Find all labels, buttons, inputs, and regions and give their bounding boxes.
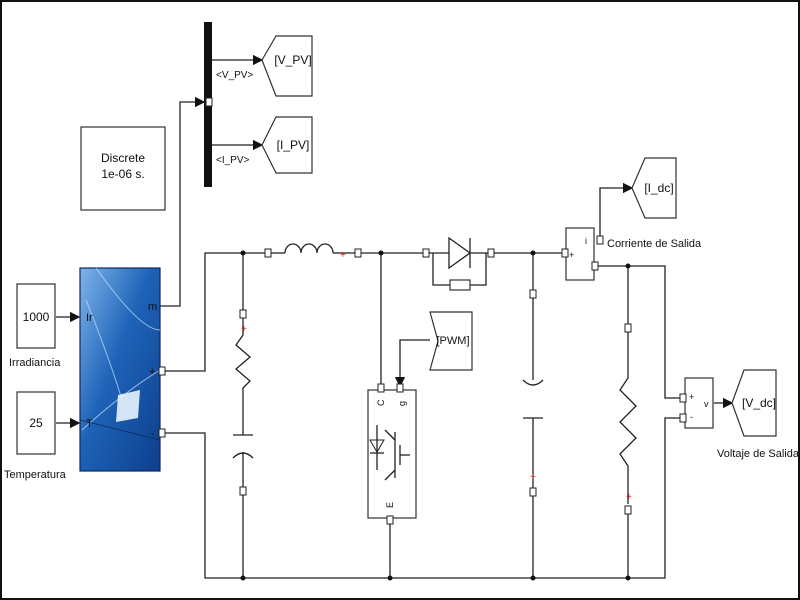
junctions bbox=[240, 250, 631, 581]
temperature-label: Temperatura bbox=[4, 469, 67, 481]
svg-text:[PWM]: [PWM] bbox=[437, 335, 470, 347]
pv-port-m: m bbox=[148, 301, 157, 313]
svg-text:+: + bbox=[241, 324, 247, 335]
svg-text:[I_PV]: [I_PV] bbox=[277, 138, 310, 152]
svg-text:[V_PV]: [V_PV] bbox=[274, 53, 311, 67]
goto-v-pv[interactable]: [V_PV] bbox=[261, 35, 313, 97]
voltmeter-port-minus: - bbox=[690, 412, 693, 422]
voltage-measurement-block[interactable]: + - v bbox=[679, 377, 714, 429]
voltmeter-port-v: v bbox=[704, 399, 709, 409]
goto-i-dc[interactable]: [I_dc] bbox=[631, 157, 677, 219]
igbt-port-e: E bbox=[385, 502, 395, 508]
diode[interactable] bbox=[422, 236, 495, 291]
from-pwm[interactable]: [PWM] bbox=[429, 311, 473, 371]
powergui-block[interactable]: Discrete 1e-06 s. bbox=[80, 126, 166, 211]
bus-signal-v-pv: <V_PV> bbox=[216, 70, 253, 81]
igbt-port-c: C bbox=[376, 399, 386, 406]
svg-text:+: + bbox=[340, 250, 346, 261]
bus-signal-i-pv: <I_PV> bbox=[216, 155, 250, 166]
pv-array-block[interactable]: Ir T m + - bbox=[79, 267, 166, 472]
irradiance-value: 1000 bbox=[23, 310, 50, 324]
powergui-sample-time: 1e-06 s. bbox=[101, 167, 144, 181]
svg-text:+: + bbox=[530, 472, 536, 483]
input-rc-branch[interactable]: + bbox=[232, 309, 254, 496]
irradiance-label: Irradiancia bbox=[9, 357, 61, 369]
bus-selector-block[interactable] bbox=[204, 22, 213, 187]
goto-v-dc[interactable]: [V_dc] bbox=[731, 369, 777, 437]
temperature-constant-block[interactable]: 25 bbox=[16, 391, 56, 455]
pv-port-minus: - bbox=[151, 428, 155, 440]
svg-text:+: + bbox=[626, 492, 632, 503]
pv-port-plus: + bbox=[149, 366, 155, 378]
output-capacitor[interactable]: + bbox=[522, 289, 544, 497]
ammeter-port-i: i bbox=[585, 236, 587, 246]
powergui-mode: Discrete bbox=[101, 151, 145, 165]
svg-text:[V_dc]: [V_dc] bbox=[742, 396, 776, 410]
output-voltage-label: Voltaje de Salida bbox=[717, 448, 800, 460]
irradiance-constant-block[interactable]: 1000 bbox=[16, 283, 56, 349]
wires bbox=[56, 54, 734, 579]
current-measurement-block[interactable]: i + bbox=[561, 227, 604, 281]
output-current-label: Corriente de Salida bbox=[607, 238, 702, 250]
svg-text:[I_dc]: [I_dc] bbox=[644, 181, 673, 195]
pv-port-t: T bbox=[86, 418, 93, 430]
pv-port-ir: Ir bbox=[86, 312, 93, 324]
voltmeter-port-plus: + bbox=[689, 392, 694, 402]
goto-i-pv[interactable]: [I_PV] bbox=[261, 116, 313, 174]
temperature-value: 25 bbox=[29, 416, 43, 430]
igbt-port-g: g bbox=[397, 401, 407, 406]
load-resistor[interactable]: + bbox=[619, 323, 637, 515]
inductor[interactable]: + bbox=[264, 243, 362, 261]
igbt-switch[interactable]: C g E bbox=[367, 383, 417, 525]
ammeter-port-plus: + bbox=[569, 250, 574, 260]
